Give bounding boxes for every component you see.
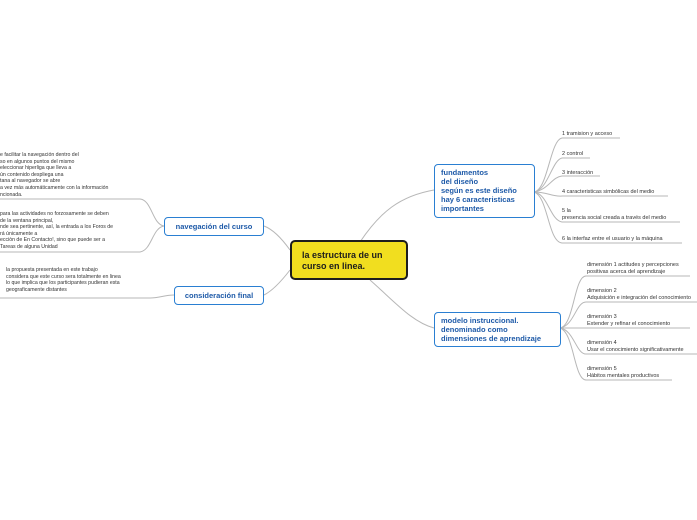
connector-central-navegacion: [263, 225, 291, 251]
leaf-dimension-3: dimensión 3 Extender y refinar el conoci…: [587, 314, 671, 327]
leaf-dimension-2: dimension 2 Adquisición e integración de…: [587, 288, 691, 301]
leaf-dimension-5: dimensión 5 Hábitos mentales productivos: [587, 366, 660, 379]
branch-navegacion-del-curso[interactable]: navegación del curso: [164, 217, 264, 236]
connector-central-modelo: [369, 279, 435, 329]
leaf-dimension-1: dimensión 1 actitudes y percepciones pos…: [587, 262, 679, 275]
note-navegacion-1: e facilitar la navegación dentro del so …: [0, 152, 109, 198]
leaf-dimension-4: dimensión 4 Usar el conocimiento signifi…: [587, 340, 684, 353]
branch-modelo-instruccional[interactable]: modelo instruccional. denominado como di…: [434, 312, 561, 347]
leaf-fundamentos-3: 3 interacción: [562, 170, 594, 176]
leaf-fundamentos-2: 2 control: [562, 151, 584, 157]
connector-central-fundamentos: [359, 189, 435, 243]
leaf-fundamentos-4: 4 caracteristicas simbólicas del medio: [562, 189, 655, 195]
branch-consideracion-final[interactable]: consideración final: [174, 286, 264, 305]
leaf-fundamentos-1: 1 tramision y acceso: [562, 131, 613, 137]
central-topic[interactable]: la estructura de un curso en linea.: [290, 240, 408, 280]
note-navegacion-2: para las actividades no forzosamente se …: [0, 211, 114, 250]
leaf-fundamentos-5: 5 la presencia social creada a través de…: [562, 208, 667, 221]
branch-fundamentos[interactable]: fundamentos del diseño según es este dis…: [434, 164, 535, 218]
leaf-fundamentos-6: 6 la interfaz entre el usuario y la máqu…: [562, 236, 663, 242]
note-consideracion: la propuesta presentada en este trabajo …: [6, 267, 121, 293]
connector-central-consideracion: [263, 269, 291, 296]
